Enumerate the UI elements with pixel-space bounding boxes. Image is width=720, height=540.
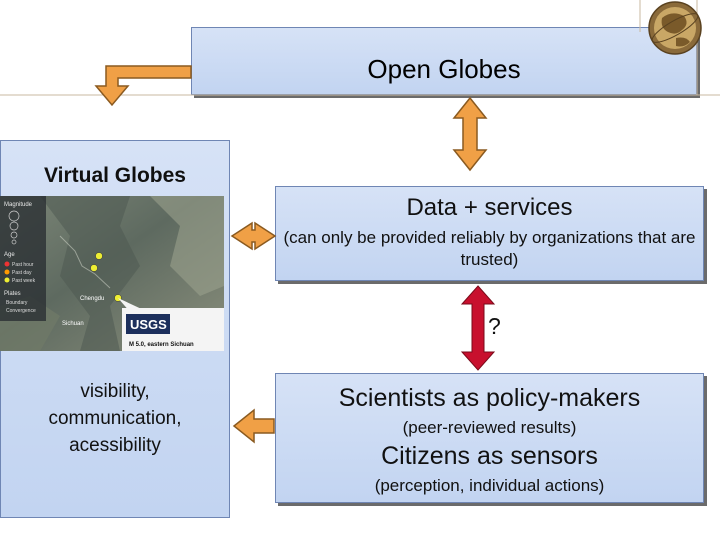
legend-magnitude-label: Magnitude: [4, 202, 33, 208]
data-services-box: [275, 186, 704, 281]
past-week-dot-icon: [4, 277, 10, 283]
map-place-label: Sichuan: [62, 321, 84, 327]
legend-plates-label: Plates: [4, 291, 21, 297]
magnitude-scale-icon: [8, 210, 20, 245]
open-to-virtual-arrow: [94, 65, 192, 107]
roles-to-virtual-arrow: [232, 408, 275, 444]
data-services-subtitle: (can only be provided reliably by organi…: [283, 228, 696, 269]
virtual-globes-benefits: visibility, communication, acessibility: [0, 378, 230, 459]
roles-box: [275, 373, 704, 503]
past-hour-dot-icon: [4, 261, 10, 267]
legend-age-item: Past day: [12, 270, 32, 276]
benefit-line: acessibility: [69, 435, 161, 456]
virtual-globe-map-image: Magnitude Age Past hour Past day Past we…: [0, 196, 224, 351]
past-day-dot-icon: [4, 269, 10, 275]
double-arrow-horizontal: [230, 221, 277, 251]
earthquake-marker-icon: [95, 252, 103, 260]
double-arrow-red: [460, 285, 496, 371]
benefit-line: communication,: [48, 408, 182, 429]
question-mark: ?: [488, 313, 501, 339]
usgs-logo: [126, 314, 170, 334]
page-title: Open Globes: [367, 54, 521, 84]
svg-text:USGS: USGS: [130, 317, 167, 332]
virtual-globes-title: Virtual Globes: [44, 164, 186, 187]
scientists-subtitle: (peer-reviewed results): [402, 418, 577, 437]
earthquake-marker-icon: [90, 264, 98, 272]
scientists-title: Scientists as policy-makers: [338, 384, 641, 412]
legend-plate-item: Convergence: [6, 308, 36, 314]
data-services-title: Data + services: [406, 194, 573, 221]
legend-age-label: Age: [4, 252, 15, 258]
citizens-subtitle: (perception, individual actions): [374, 476, 605, 495]
map-place-label: Chengdu: [80, 296, 104, 302]
double-arrow-vertical: [452, 96, 488, 172]
globe-icon: [648, 1, 702, 55]
citizens-title: Citizens as sensors: [381, 442, 598, 470]
open-globes-box: Open Globes: [191, 27, 697, 95]
legend-age-item: Past week: [12, 278, 36, 284]
usgs-caption: M 5.0, eastern Sichuan: [129, 342, 194, 348]
legend-plate-item: Boundary: [6, 300, 28, 306]
legend-age-item: Past hour: [12, 262, 34, 268]
benefit-line: visibility,: [80, 381, 150, 402]
